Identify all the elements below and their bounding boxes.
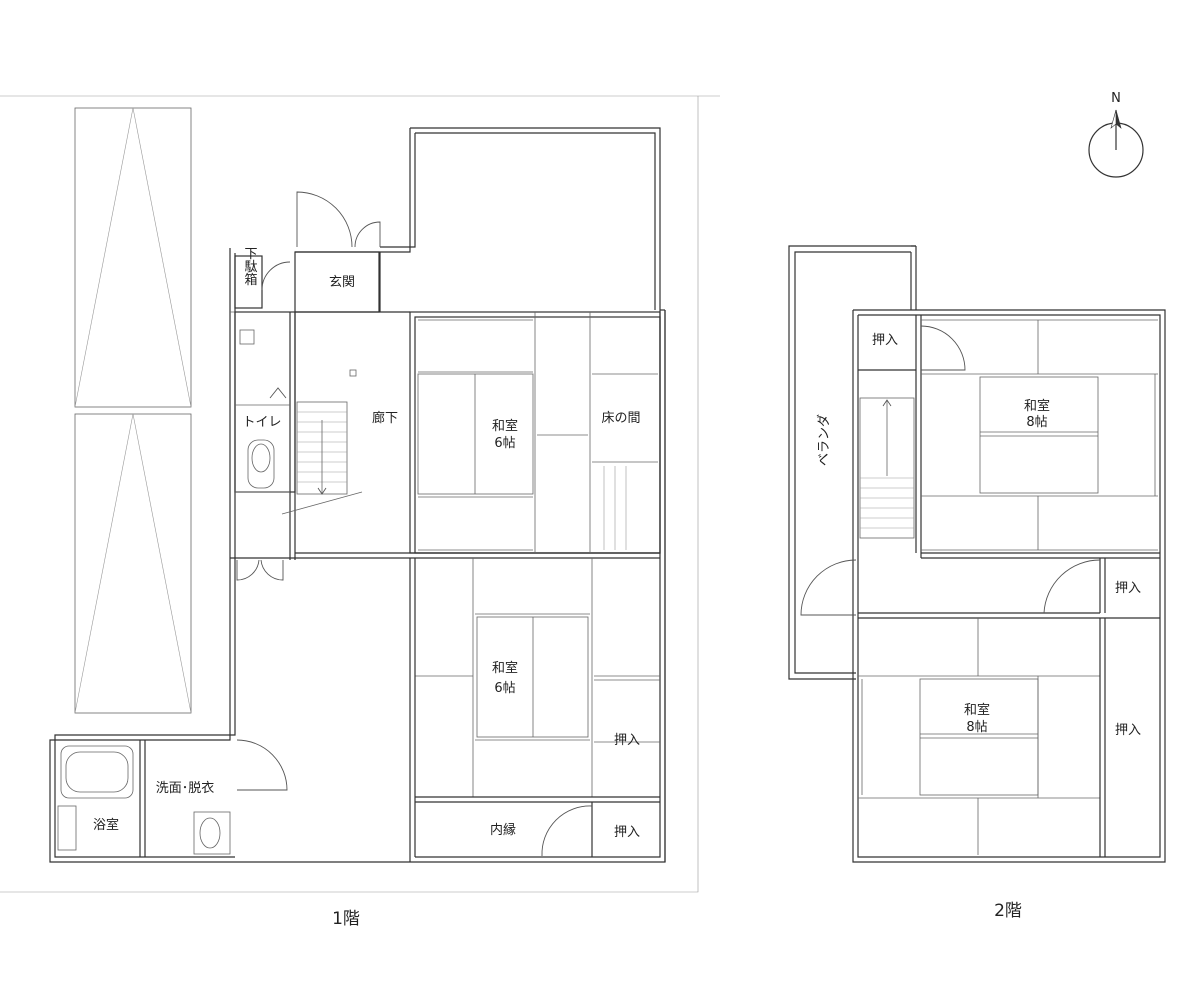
- veranda-door: [800, 559, 857, 616]
- label-getabako: 下駄箱: [242, 247, 258, 286]
- label-2f-oshiire-c: 押入: [1115, 723, 1141, 738]
- uchien-area: [409, 558, 660, 862]
- label-rouka: 廊下: [372, 410, 398, 426]
- label-oshiire-a: 押入: [614, 733, 640, 748]
- floor-1-stairs: [281, 369, 363, 515]
- veranda-area: [788, 245, 916, 680]
- washitsu-8-lower: [858, 618, 1106, 857]
- washbasin-icon: [193, 811, 231, 855]
- label-senmen: 洗面･脱衣: [156, 780, 215, 796]
- floor-2-corridor: [800, 558, 1160, 619]
- label-washitsu-a-size: 6帖: [494, 436, 515, 451]
- label-2f-oshiire-a: 押入: [872, 333, 898, 348]
- washitsu-6-lower: [415, 558, 660, 797]
- label-veranda: ベランダ: [817, 414, 832, 466]
- label-toilet: トイレ: [242, 415, 281, 430]
- compass-north-label: N: [1111, 91, 1121, 106]
- parking-space-1: [74, 107, 192, 408]
- washitsu-8-upper: [921, 319, 1160, 559]
- label-genkan: 玄関: [329, 275, 355, 290]
- label-2f-washitsu-a: 和室: [1024, 398, 1050, 414]
- label-washitsu-b: 和室: [492, 660, 518, 676]
- entrance-door-right: [354, 221, 381, 248]
- label-uchien: 内縁: [490, 822, 516, 838]
- label-2f-washitsu-a-size: 8帖: [1026, 415, 1047, 430]
- uchien-door: [541, 805, 593, 857]
- upper-oshiire-door: [920, 325, 966, 371]
- label-tokonoma: 床の間: [601, 411, 640, 426]
- entrance-door-left: [296, 191, 353, 248]
- label-washitsu-a: 和室: [492, 418, 518, 434]
- washitsu-6-upper: [409, 311, 661, 554]
- floor-2-caption: 2階: [994, 901, 1022, 921]
- floor-2-stairs-area: [858, 315, 966, 558]
- corridor-door-right: [260, 559, 284, 581]
- label-washitsu-b-size: 6帖: [494, 681, 515, 696]
- bathtub-icon: [60, 745, 134, 799]
- floor-1-caption: 1階: [332, 909, 360, 929]
- corridor-oshiire-door: [1043, 559, 1101, 614]
- floor-1-plan: 玄関 下駄箱 トイレ 廊下 和室 6帖 床の間 和室 6帖 押入 押入 内縁 洗…: [0, 95, 720, 929]
- parking-space-2: [74, 413, 192, 714]
- floor-2-plan: 押入 ベランダ 和室 8帖 押入 和室 8帖 押入 2階: [788, 245, 1166, 921]
- label-2f-washitsu-b: 和室: [964, 702, 990, 718]
- site-boundary: [0, 96, 699, 893]
- floor-2-exterior-walls: [852, 246, 1166, 863]
- label-2f-oshiire-b: 押入: [1115, 581, 1141, 596]
- label-oshiire-b: 押入: [614, 825, 640, 840]
- label-yokushitsu: 浴室: [93, 817, 119, 833]
- compass-icon: N: [1088, 91, 1144, 178]
- toilet-bowl-icon: [247, 439, 275, 489]
- corridor-door-left: [236, 559, 260, 581]
- label-2f-washitsu-b-size: 8帖: [966, 720, 987, 735]
- floor-1-exterior-walls: [49, 127, 666, 863]
- shoe-cabinet-door: [261, 261, 291, 291]
- bath-area: [57, 739, 288, 857]
- toilet-area: [234, 311, 296, 560]
